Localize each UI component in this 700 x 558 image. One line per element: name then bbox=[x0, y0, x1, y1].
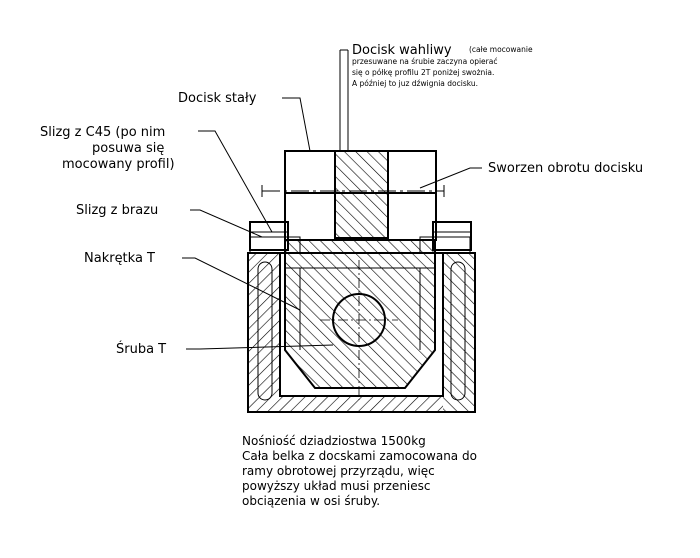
note-line-4: A później to juz dźwignia docisku. bbox=[352, 79, 478, 88]
slizg-c45-profile bbox=[247, 252, 476, 413]
label-docisk-staly: Docisk stały bbox=[178, 91, 257, 106]
nakretka-t-part bbox=[284, 239, 436, 389]
caption-line-3: ramy obrotowej przyrządu, więc bbox=[242, 464, 435, 478]
leader-lines bbox=[182, 97, 482, 350]
caption-line-1: Nośniość dziadziostwa 1500kg bbox=[242, 434, 426, 448]
label-sruba: Śruba T bbox=[116, 341, 166, 357]
label-slizg-c45-line2: posuwa się bbox=[92, 141, 164, 156]
docisk-wahliwy-part bbox=[334, 49, 389, 239]
label-slizg-c45-line1: Slizg z C45 (po nim bbox=[40, 125, 165, 140]
note-line-1: (całe mocowanie bbox=[469, 45, 533, 54]
note-line-2: przesuwane na śrubie zaczyna opierać bbox=[352, 57, 497, 66]
label-slizg-c45-line3: mocowany profil) bbox=[62, 157, 175, 172]
note-line-3: się o półkę profilu 2T poniżej swożnia. bbox=[352, 68, 494, 77]
label-slizg-braz: Slizg z brazu bbox=[76, 203, 158, 218]
caption-line-4: powyższy układ musi przeniesc bbox=[242, 479, 431, 493]
label-docisk-wahliwy: Docisk wahliwy bbox=[352, 43, 452, 58]
label-nakretka: Nakrętka T bbox=[84, 251, 155, 266]
label-sworzen: Sworzen obrotu docisku bbox=[488, 161, 643, 176]
caption-line-5: obciązenia w osi śruby. bbox=[242, 494, 380, 508]
caption-line-2: Cała belka z docskami zamocowana do bbox=[242, 449, 477, 463]
